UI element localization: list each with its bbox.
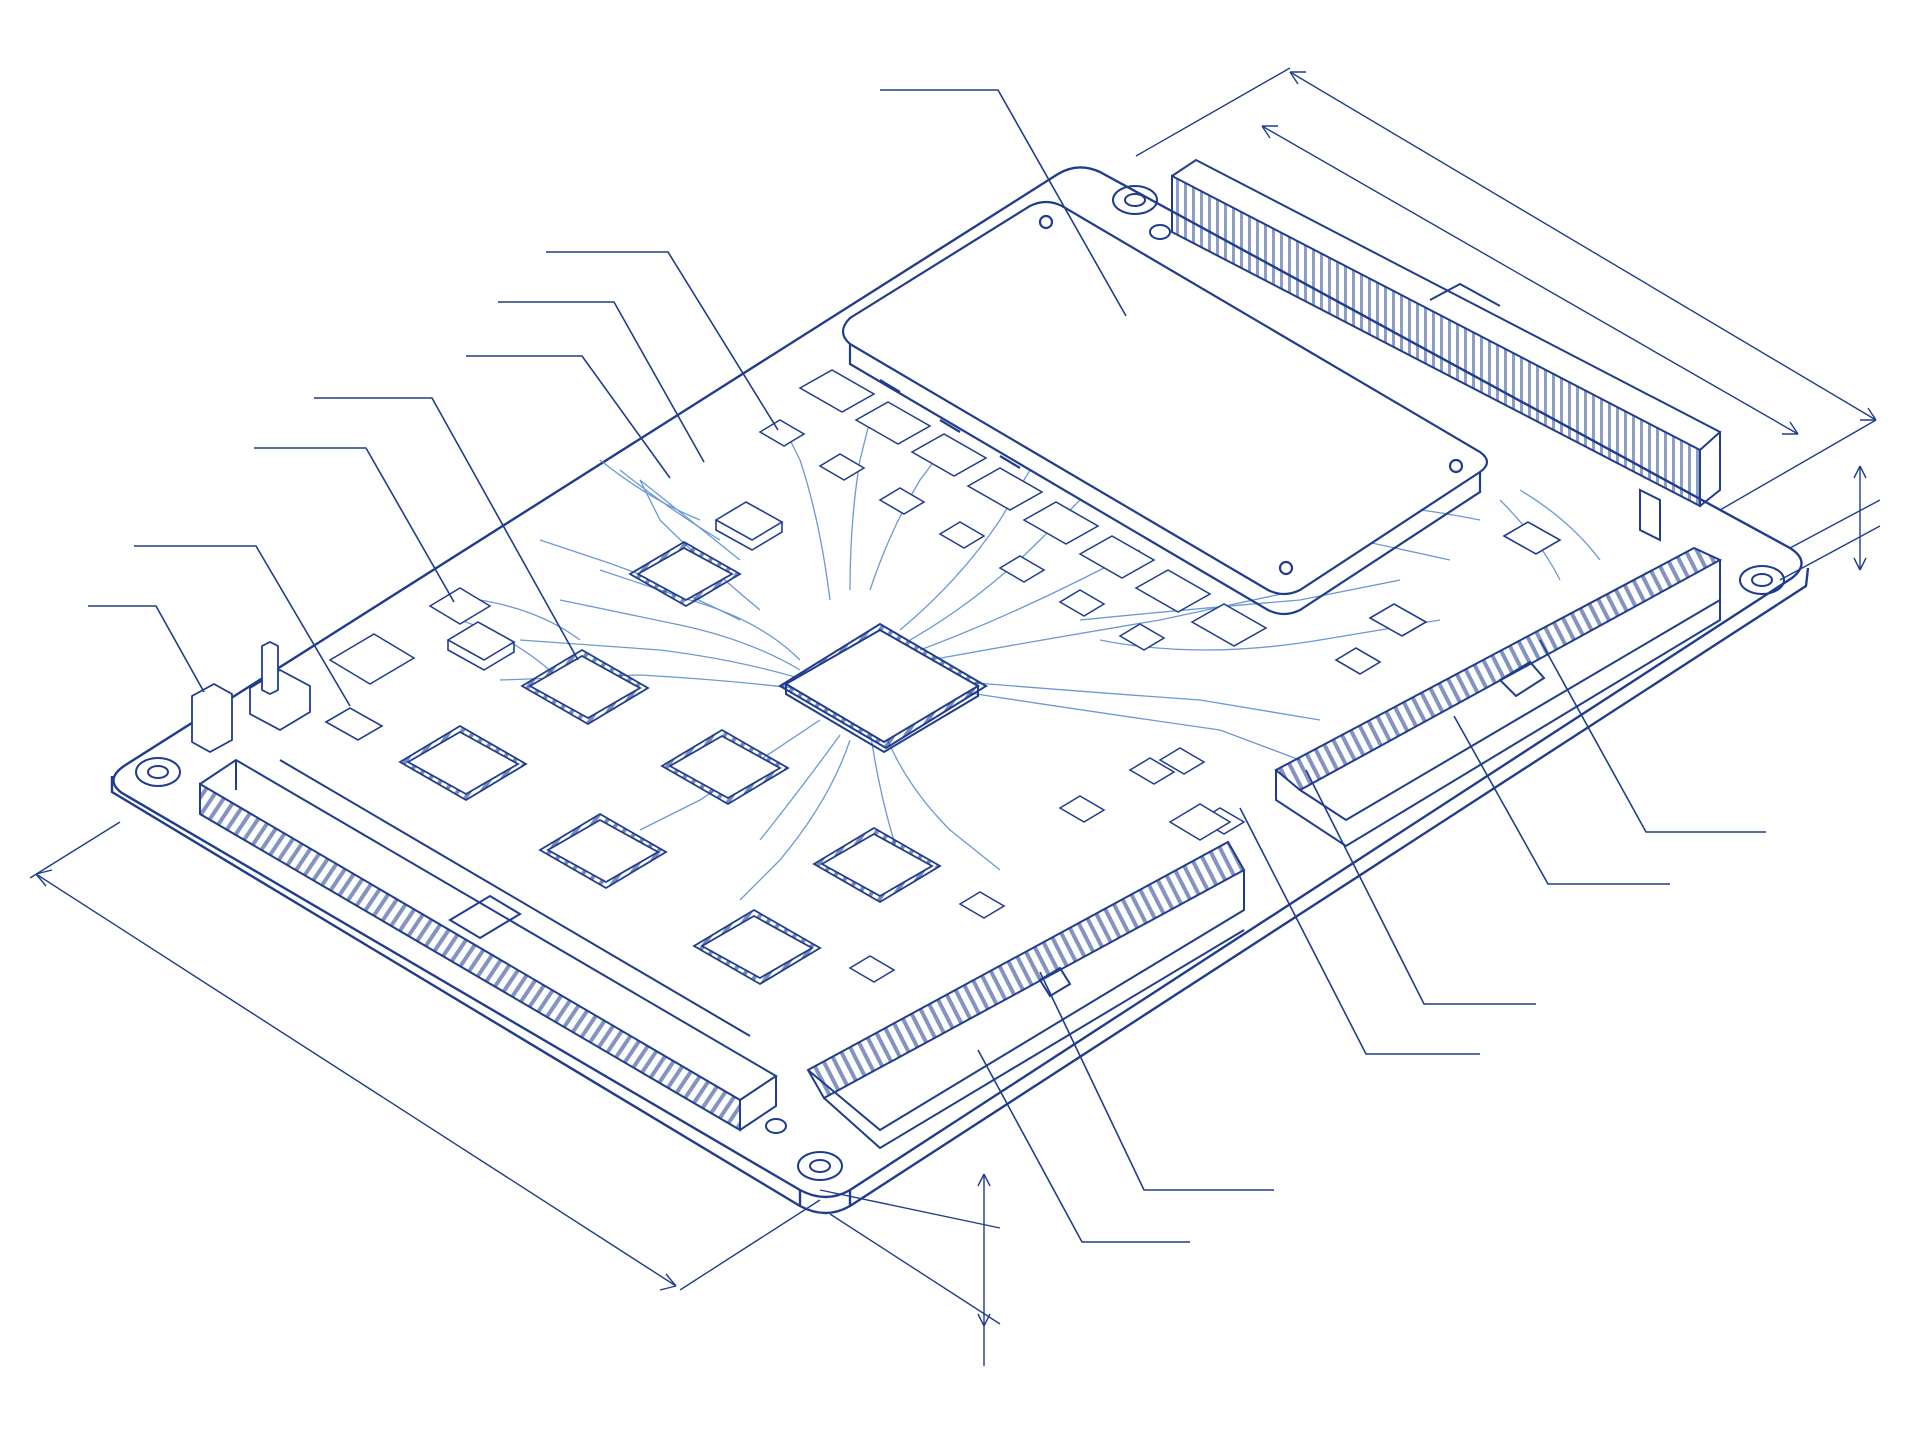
callout-leaders [88, 89, 1766, 1243]
passive-components [328, 369, 1268, 983]
qfp-chip [398, 724, 528, 802]
small-ic [714, 501, 784, 551]
callout-leader [498, 301, 705, 463]
small-ic [446, 621, 516, 671]
mounting-hole [135, 757, 181, 787]
callout-leader [1539, 639, 1766, 833]
callout-leader [1239, 807, 1480, 1055]
callout-leader [314, 397, 579, 661]
callout-leader [1453, 715, 1670, 885]
pcb-board [110, 166, 1810, 1215]
dimension-lines [29, 67, 1881, 1366]
dimension-width-inner [1261, 125, 1799, 435]
callout-leader [977, 1049, 1190, 1243]
mounting-holes [135, 185, 1785, 1181]
dimension-thickness-front [819, 1173, 1001, 1366]
callout-leader [254, 447, 455, 603]
callout-leader [1039, 971, 1274, 1191]
main-processor-chip [778, 622, 988, 754]
callout-leader [1305, 769, 1536, 1005]
small-ic [1368, 603, 1428, 637]
dimension-width-outer [1135, 67, 1877, 511]
callout-leader [466, 355, 671, 479]
edge-connector-front-right [806, 840, 1246, 1150]
daughter-module [841, 200, 1489, 616]
mounting-hole [1149, 224, 1171, 240]
mounting-hole [1112, 185, 1158, 215]
qfp-chips [398, 540, 942, 986]
edge-connector-front-left [199, 758, 778, 1132]
jumper-posts [191, 640, 311, 754]
backplane-connector [1171, 158, 1722, 542]
callout-leader [880, 89, 1127, 317]
mounting-hole [1739, 565, 1785, 595]
mounting-hole [765, 1118, 787, 1134]
small-ic [324, 707, 384, 741]
callout-leader [546, 251, 779, 431]
mounting-hole [797, 1151, 843, 1181]
dimension-thickness-right [1779, 465, 1881, 581]
qfp-chip [520, 648, 650, 726]
edge-connector-right [1274, 546, 1723, 848]
qfp-chip [660, 728, 790, 806]
small-ic [1334, 647, 1382, 675]
small-ics [324, 501, 1562, 741]
qfp-chip [692, 908, 822, 986]
qfp-chip [812, 826, 942, 904]
qfp-chip [628, 540, 742, 608]
qfp-chip [538, 812, 668, 890]
callout-leader [88, 605, 205, 693]
small-ic [1502, 521, 1562, 555]
callout-leader [134, 545, 351, 707]
dimension-length [29, 821, 821, 1291]
